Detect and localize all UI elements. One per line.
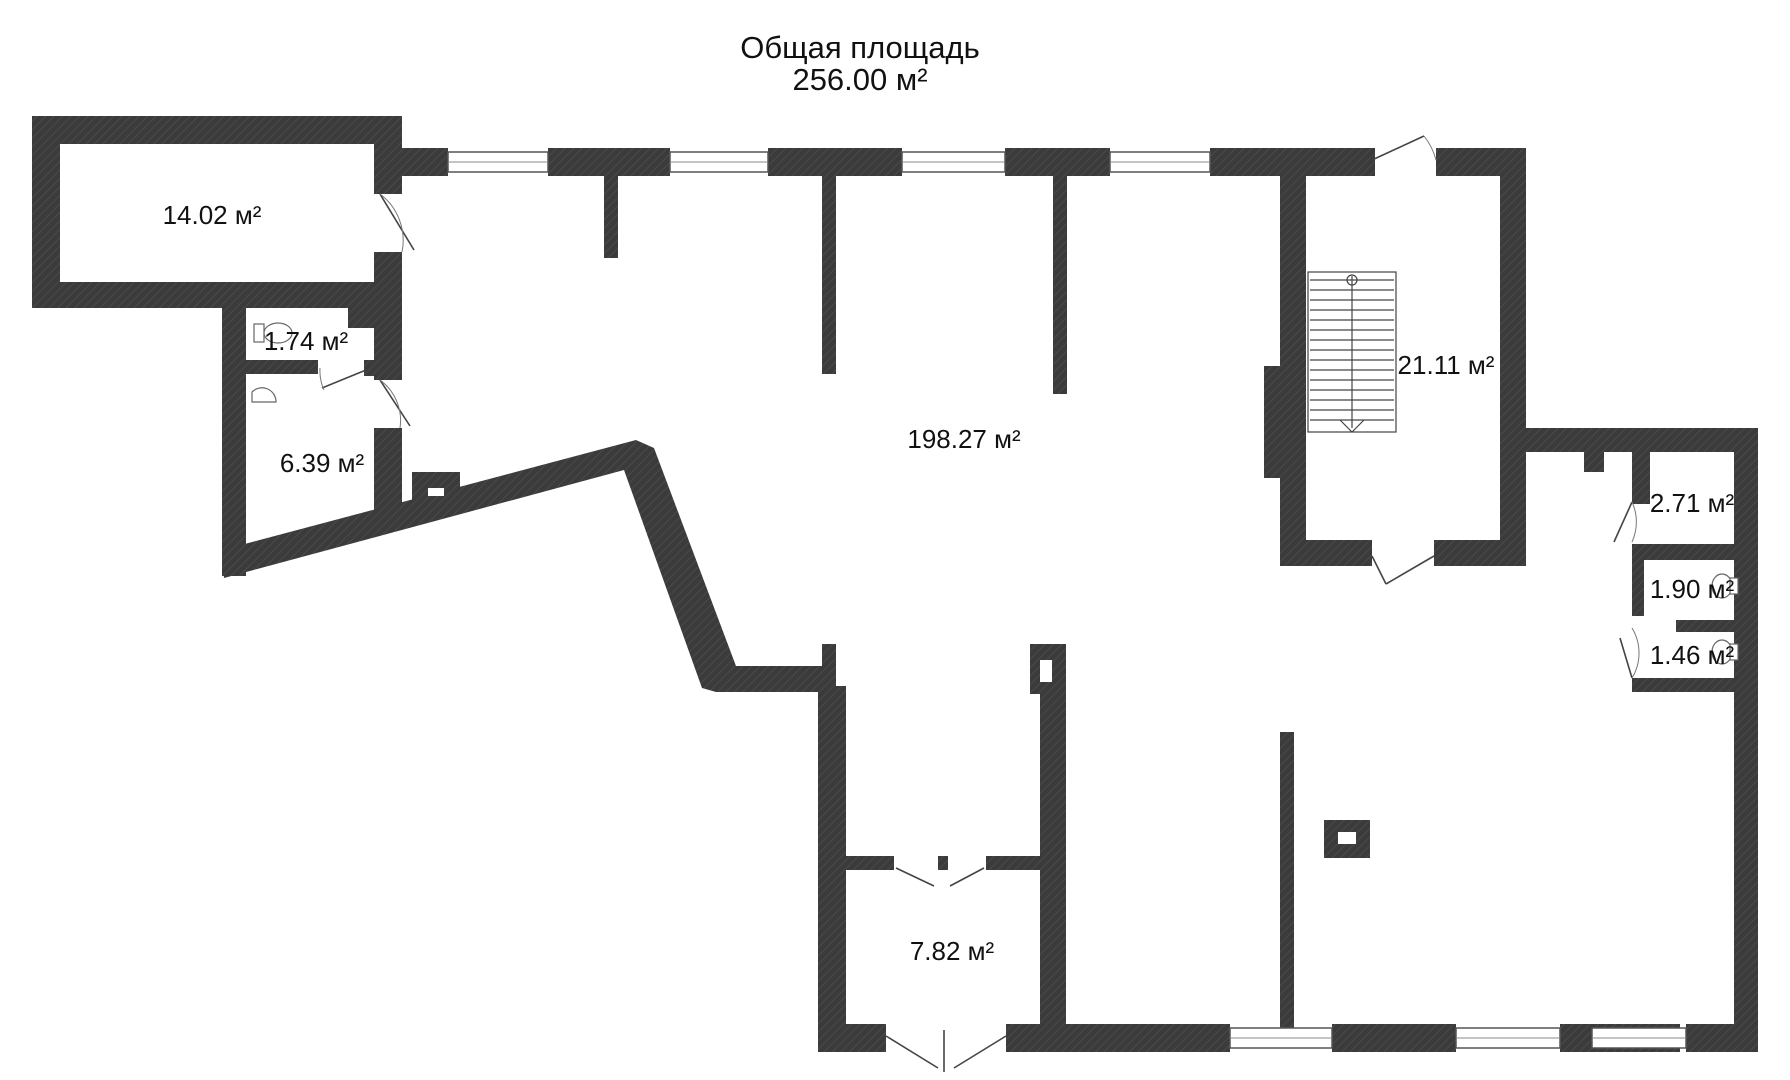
window <box>669 151 769 173</box>
wall-segment <box>986 856 1054 870</box>
wall-segment <box>348 308 374 328</box>
total-area-value: 256.00 м² <box>792 62 927 97</box>
wall-segment <box>32 116 402 144</box>
wall-segment <box>1280 540 1372 566</box>
toilet-icon <box>1711 573 1739 599</box>
wall-segment <box>364 360 380 376</box>
staircase <box>1307 271 1397 433</box>
wall-segment <box>222 308 246 576</box>
partition <box>822 176 836 374</box>
room-area-vestibule: 7.82 м² <box>910 936 995 966</box>
window <box>1229 1027 1333 1049</box>
wall-segment <box>1264 366 1284 478</box>
window <box>447 151 549 173</box>
wall-segment <box>246 360 318 374</box>
wall-segment <box>846 856 894 870</box>
wall-segment <box>32 116 60 308</box>
wall-segment <box>412 472 460 502</box>
door <box>1619 627 1640 679</box>
wall-segment <box>1734 428 1758 1052</box>
wall-segment <box>548 148 670 176</box>
wall-segment <box>1280 148 1306 566</box>
room-area-wc-right-2: 1.46 м² <box>1650 640 1735 670</box>
wall-segment <box>1040 648 1066 1048</box>
fixtures <box>251 322 1739 665</box>
room-area-main-hall: 198.27 м² <box>907 424 1021 454</box>
door <box>895 867 985 887</box>
walls <box>32 116 1758 1052</box>
wall-segment <box>1005 148 1110 176</box>
window <box>1591 1027 1687 1049</box>
wall-segment <box>374 252 402 308</box>
room-area-right-top: 2.71 м² <box>1650 488 1735 518</box>
wall-segment <box>768 148 902 176</box>
wall-segment <box>1686 1024 1758 1052</box>
room-area-wc-left: 1.74 м² <box>264 326 349 356</box>
wall-slanted <box>222 440 822 692</box>
wall-segment <box>32 282 402 308</box>
door <box>885 1030 1007 1072</box>
doors <box>319 135 1640 1072</box>
door <box>1371 555 1435 585</box>
wall-segment <box>1584 452 1604 472</box>
wall-segment <box>938 856 948 870</box>
window <box>1455 1027 1561 1049</box>
total-area-title: Общая площадь <box>740 30 979 65</box>
window <box>901 151 1006 173</box>
wall-segment <box>374 116 402 194</box>
door <box>1613 501 1637 543</box>
wall-segment <box>1632 452 1650 504</box>
room-area-storage: 14.02 м² <box>163 200 262 230</box>
door <box>319 367 367 391</box>
room-area-wc-right-1: 1.90 м² <box>1650 574 1735 604</box>
wall-segment <box>402 148 448 176</box>
room-area-bathroom-left: 6.39 м² <box>280 448 365 478</box>
wall-segment <box>1126 1024 1230 1052</box>
wall-segment <box>818 1024 886 1052</box>
toilet-icon <box>253 322 293 344</box>
wall-segment <box>822 644 836 692</box>
wall-segment <box>1500 148 1526 566</box>
toilet-icon <box>1711 639 1739 665</box>
door <box>379 379 411 429</box>
wall-segment <box>1332 1024 1456 1052</box>
wall-segment <box>1676 620 1734 632</box>
partition <box>604 176 618 258</box>
window <box>1109 151 1211 173</box>
sink-icon <box>251 387 277 403</box>
wall-segment <box>1434 540 1526 566</box>
partition <box>1053 176 1067 394</box>
wall-segment <box>1632 678 1734 692</box>
door <box>1371 135 1437 161</box>
windows <box>447 151 1687 1049</box>
door <box>379 193 415 253</box>
wall-segment <box>818 686 846 1050</box>
wall-segment <box>1632 544 1734 560</box>
wall-segment <box>1526 428 1758 452</box>
room-area-stair-hall: 21.11 м² <box>1398 350 1495 380</box>
partition <box>1280 732 1294 1028</box>
wall-segment <box>1632 560 1644 616</box>
